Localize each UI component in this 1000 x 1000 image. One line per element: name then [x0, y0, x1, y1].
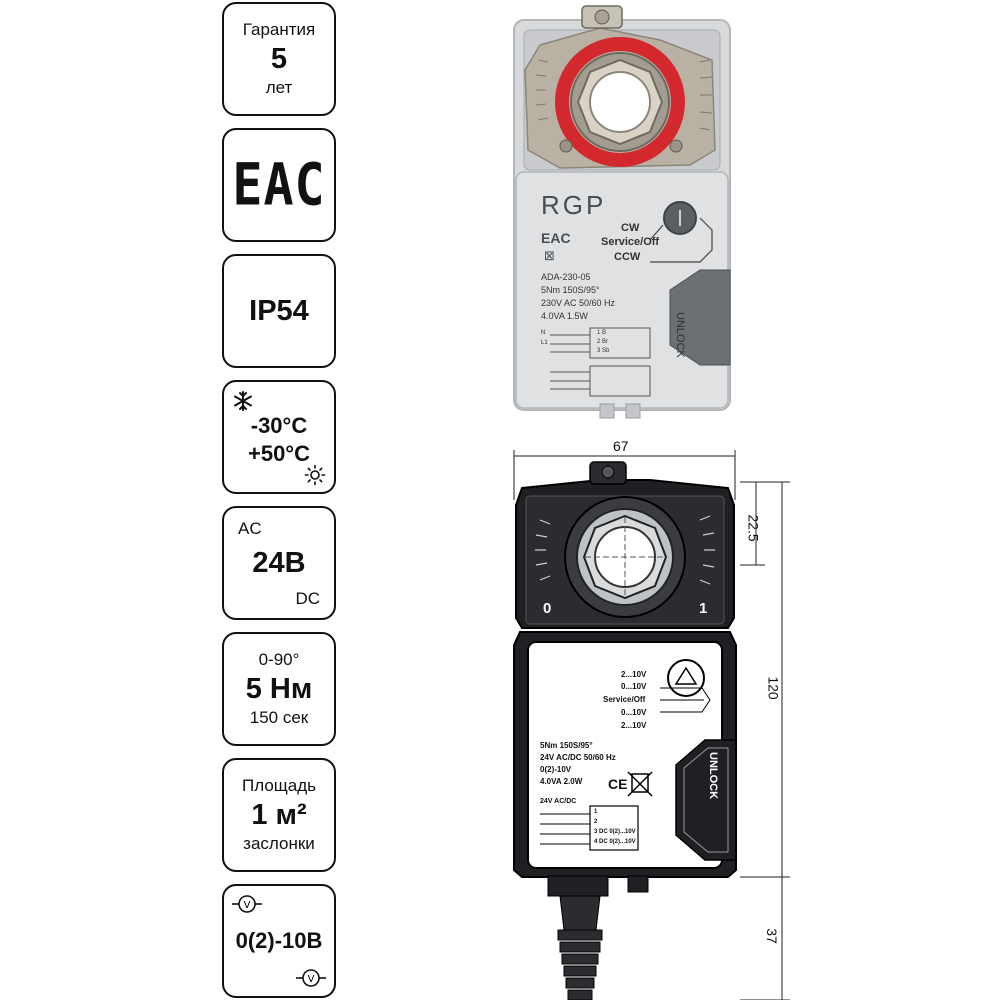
terminal-2: 2 — [594, 819, 598, 825]
photo-switch-service: Service/Off — [601, 236, 660, 248]
drawing-spec-torque: 5Nm 150S/95° — [540, 741, 593, 750]
waste-bin-icon: ⊠ — [544, 248, 555, 263]
photo-wiring-n: N — [541, 330, 546, 336]
drawing-supply-label: 24V AC/DC — [540, 798, 577, 805]
temperature-max: +50°C — [247, 441, 310, 466]
eac-badge: EAC — [222, 128, 336, 242]
photo-eac-mark: EAC — [541, 230, 571, 246]
drawing-spec-power: 4.0VA 2.0W — [540, 777, 583, 786]
photo-unlock-label: UNLOCK — [674, 312, 686, 358]
ce-mark: CE — [608, 776, 628, 792]
photo-switch-ccw: CCW — [614, 251, 641, 263]
damper-area-unit: заслонки — [243, 834, 315, 853]
ip-rating-badge: IP54 — [222, 254, 336, 368]
warranty-badge: Гарантия 5 лет — [222, 2, 336, 116]
photo-wire-1: 1 B — [597, 330, 607, 336]
signal-badge: V 0(2)-10В V — [222, 884, 336, 998]
photo-spec-torque: 5Nm 150S/95° — [541, 285, 600, 295]
rotation-angle: 0-90° — [258, 650, 300, 669]
svg-text:V: V — [308, 974, 315, 985]
svg-text:V: V — [244, 900, 251, 911]
drawing-spec-signal: 0(2)-10V — [540, 765, 572, 774]
warranty-unit: лет — [265, 78, 293, 97]
photo-wiring-l: L1 — [541, 340, 548, 346]
photo-wire-2: 2 Br — [597, 339, 609, 345]
torque-value: 5 Нм — [245, 673, 313, 705]
actuator-photo — [513, 5, 731, 419]
ip-rating: IP54 — [249, 295, 309, 327]
terminal-3: 3 DC 0(2)...10V — [594, 829, 636, 835]
temperature-badge: -30°C +50°C — [222, 380, 336, 494]
voltmeter-icon: V — [296, 969, 326, 987]
scale-one-label: 1 — [699, 600, 708, 617]
sun-icon — [304, 464, 326, 486]
warranty-years: 5 — [270, 43, 288, 75]
switch-label-5: 2...10V — [621, 721, 647, 730]
dimension-cable: 37 — [763, 928, 780, 944]
voltage-dc-label: DC — [295, 589, 320, 608]
switch-label-2: 0...10V — [621, 682, 647, 691]
photo-wire-3: 3 Sb — [597, 348, 610, 354]
terminal-1: 1 — [594, 809, 598, 815]
photo-spec-supply: 230V AC 50/60 Hz — [541, 298, 616, 308]
voltage-value: 24В — [252, 547, 306, 579]
scale-zero-label: 0 — [543, 600, 552, 617]
terminal-4: 4 DC 0(2)...10V — [594, 839, 636, 845]
snowflake-icon — [234, 391, 252, 411]
photo-switch-cw: CW — [621, 222, 640, 234]
dimension-width: 67 — [613, 438, 629, 454]
signal-value: 0(2)-10В — [235, 928, 323, 953]
voltage-badge: AC 24В DC — [222, 506, 336, 620]
warranty-label: Гарантия — [242, 20, 316, 39]
torque-badge: 0-90° 5 Нм 150 сек — [222, 632, 336, 746]
drawing-spec-supply: 24V AC/DC 50/60 Hz — [540, 753, 616, 762]
damper-area-label: Площадь — [241, 776, 316, 795]
switch-label-3: Service/Off — [603, 695, 646, 704]
eac-logo: EAC — [232, 151, 326, 219]
temperature-min: -30°C — [250, 413, 308, 438]
voltmeter-icon: V — [232, 895, 262, 913]
damper-area-badge: Площадь 1 м² заслонки — [222, 758, 336, 872]
voltage-ac-label: AC — [238, 519, 262, 538]
dimension-height: 120 — [765, 676, 782, 700]
drawing-unlock-label: UNLOCK — [707, 752, 719, 800]
damper-area-value: 1 м² — [251, 799, 307, 831]
photo-spec-power: 4.0VA 1.5W — [541, 311, 588, 321]
photo-model: ADA-230-05 — [541, 272, 591, 282]
dimension-shaft-offset: 22.5 — [745, 514, 762, 542]
switch-label-1: 2...10V — [621, 670, 647, 679]
switch-label-4: 0...10V — [621, 708, 647, 717]
brand-logo: RGP — [541, 190, 607, 220]
run-time: 150 сек — [249, 708, 309, 727]
